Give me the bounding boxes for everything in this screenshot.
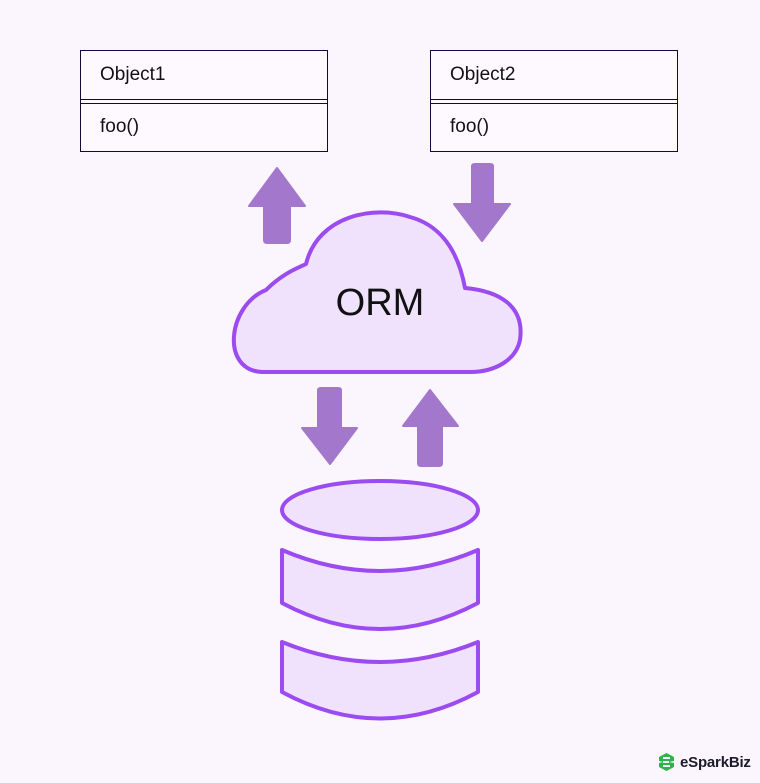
arrow-down-icon bbox=[453, 163, 511, 242]
brand-logo: eSparkBiz bbox=[657, 751, 751, 773]
class-name: Object1 bbox=[81, 51, 327, 100]
database-top-disk bbox=[280, 479, 480, 541]
esparkbiz-logo-icon bbox=[659, 753, 674, 771]
database-bottom-segment bbox=[280, 640, 480, 721]
class-box-object2: Object2 foo() bbox=[430, 50, 678, 152]
class-divider bbox=[431, 100, 677, 104]
database-icon bbox=[280, 479, 480, 721]
arrow-up-icon bbox=[402, 389, 459, 467]
database-middle-segment bbox=[280, 548, 480, 631]
brand-name: eSparkBiz bbox=[680, 753, 751, 771]
orm-label: ORM bbox=[335, 282, 425, 324]
arrow-up-icon bbox=[248, 167, 306, 244]
class-method: foo() bbox=[100, 116, 140, 137]
class-method: foo() bbox=[450, 116, 490, 137]
cloud-icon bbox=[231, 210, 523, 374]
class-name: Object2 bbox=[431, 51, 677, 100]
class-box-object1: Object1 foo() bbox=[80, 50, 328, 152]
arrow-down-icon bbox=[301, 387, 358, 465]
class-divider bbox=[81, 100, 327, 104]
